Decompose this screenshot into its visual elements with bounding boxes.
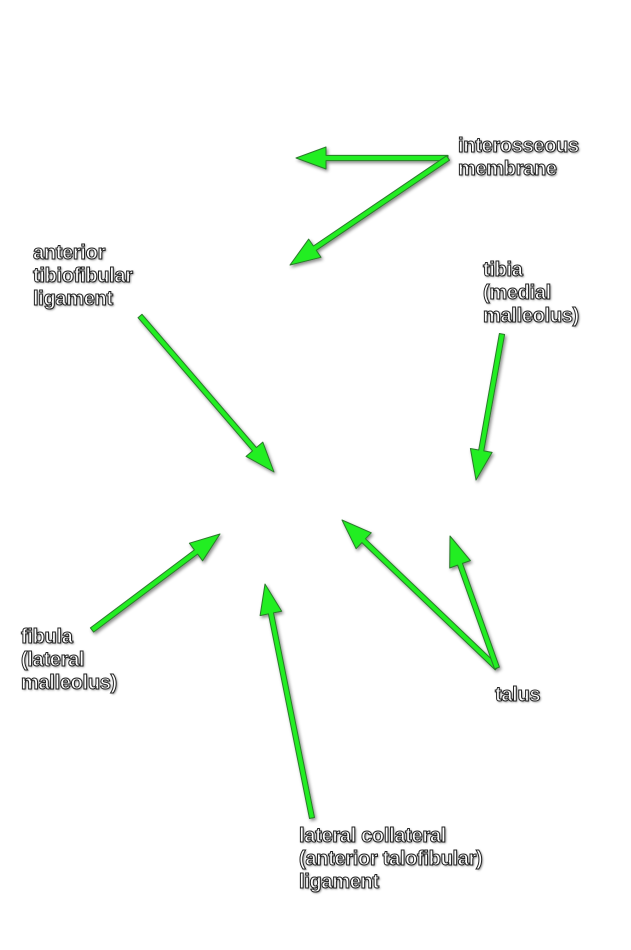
label-line: tibiofibular xyxy=(33,265,134,288)
label-anterior-tibiofibular-ligament: anterior tibiofibular ligament xyxy=(33,242,134,311)
label-talus: talus xyxy=(494,684,541,707)
arrow-interosseous-upper xyxy=(295,146,449,170)
label-line: membrane xyxy=(458,158,558,181)
arrow-lateral-collateral xyxy=(259,583,315,819)
arrow-talus-right xyxy=(449,535,500,670)
label-line: talus xyxy=(494,684,541,707)
label-interosseous-membrane: interosseous membrane xyxy=(458,135,580,181)
label-line: fibula xyxy=(21,626,74,649)
label-line: (anterior talofibular) xyxy=(298,848,483,871)
arrow-fibula xyxy=(89,533,221,633)
label-line: (medial xyxy=(483,282,552,305)
label-line: interosseous xyxy=(458,135,580,158)
label-line: anterior xyxy=(33,242,106,265)
annotation-arrows xyxy=(89,146,506,819)
arrow-anterior-tibiofibular xyxy=(137,313,275,473)
label-fibula-lateral-malleolus: fibula (lateral malleolus) xyxy=(21,626,118,695)
label-line: tibia xyxy=(483,259,524,282)
label-tibia-medial-malleolus: tibia (medial malleolus) xyxy=(483,259,580,328)
arrow-interosseous-lower xyxy=(289,155,450,266)
label-line: (lateral xyxy=(21,649,85,672)
arrow-tibia xyxy=(469,333,506,481)
label-lateral-collateral-ligament: lateral collateral (anterior talofibular… xyxy=(298,825,483,894)
arrow-talus-left xyxy=(341,519,500,671)
label-line: ligament xyxy=(298,871,379,894)
label-line: lateral collateral xyxy=(298,825,446,848)
label-line: malleolus) xyxy=(21,672,118,695)
label-line: ligament xyxy=(33,288,114,311)
label-line: malleolus) xyxy=(483,305,580,328)
